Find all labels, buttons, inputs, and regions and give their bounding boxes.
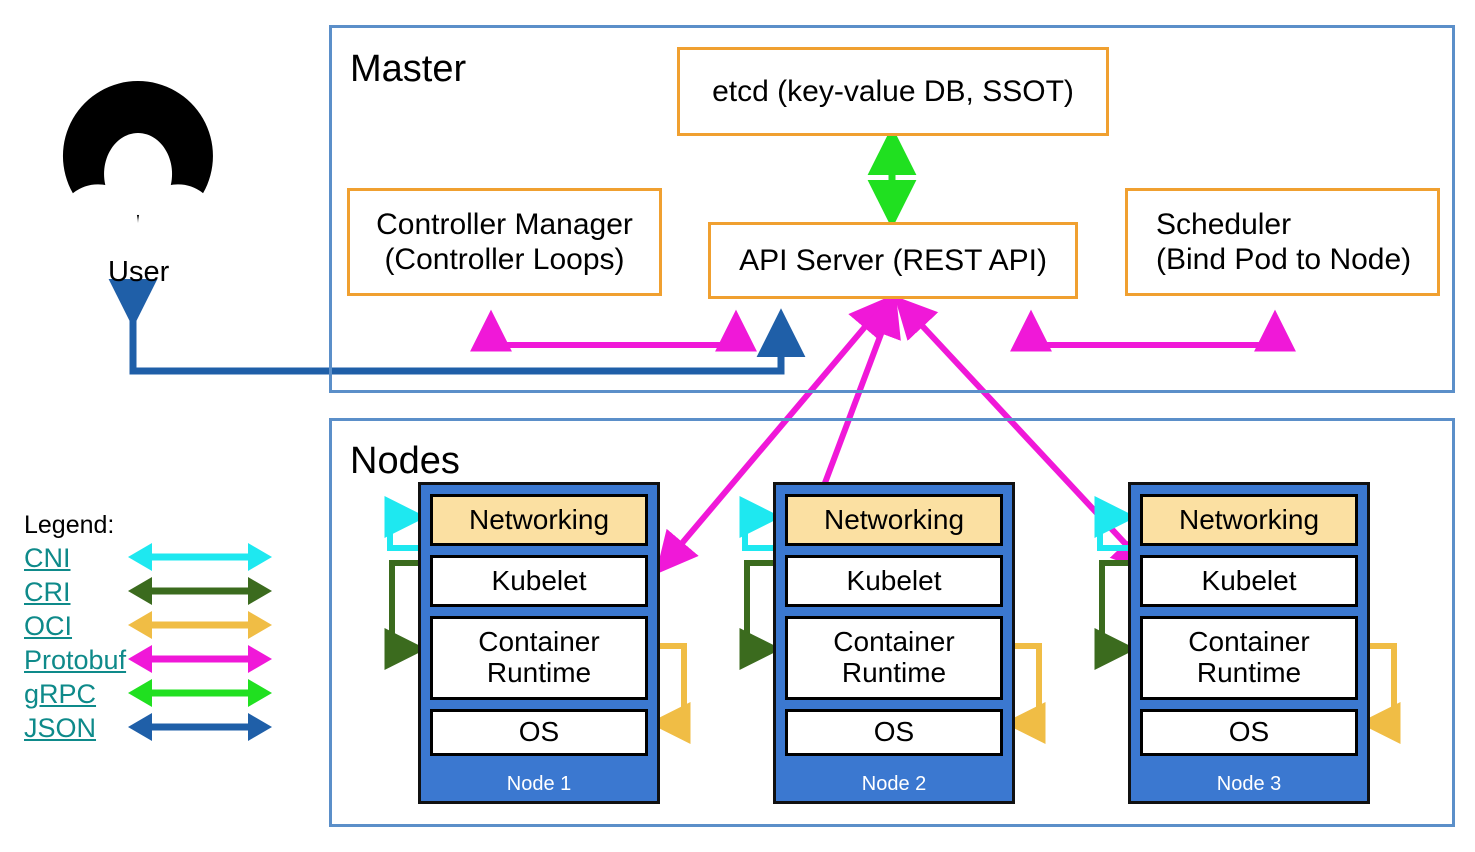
node-2-layer-os: OS (785, 709, 1003, 756)
scheduler-box: Scheduler (Bind Pod to Node) (1125, 188, 1440, 296)
legend-arrow-json-head-left (128, 713, 152, 741)
nodes-group-title: Nodes (350, 440, 460, 482)
node-3-layer-os: OS (1140, 709, 1358, 756)
node-3-container-runtime-label: Container Runtime (1188, 626, 1310, 688)
legend-item-json[interactable]: JSON (24, 713, 97, 743)
legend-arrow-protobuf-head-left (128, 645, 152, 673)
node-2-kubelet-label: Kubelet (846, 564, 942, 596)
user-label: User (108, 256, 170, 288)
legend-arrow-cri-head-right (248, 577, 272, 605)
legend-arrow-json-head-right (248, 713, 272, 741)
node-2-box: Networking Kubelet Container Runtime OS … (773, 482, 1015, 804)
legend-item-cri[interactable]: CRI (24, 577, 71, 607)
legend-item-cni[interactable]: CNI (24, 543, 71, 573)
api-server-box: API Server (REST API) (708, 222, 1078, 299)
node-3-layer-kubelet: Kubelet (1140, 555, 1358, 607)
legend-arrows (128, 543, 272, 741)
legend-arrow-grpc-head-left (128, 679, 152, 707)
node-1-label: Node 1 (506, 773, 572, 795)
node-2-layer-container-runtime: Container Runtime (785, 616, 1003, 700)
node-3-label: Node 3 (1216, 773, 1282, 795)
node-2-layer-networking: Networking (785, 494, 1003, 546)
legend-title: Legend: (24, 511, 115, 539)
controller-manager-label-line1: Controller Manager (376, 207, 633, 241)
node-1-layer-container-runtime: Container Runtime (430, 616, 648, 700)
etcd-box: etcd (key-value DB, SSOT) (677, 47, 1109, 136)
scheduler-label-line1: Scheduler (1156, 207, 1292, 241)
node-3-box: Networking Kubelet Container Runtime OS … (1128, 482, 1370, 804)
api-server-label: API Server (REST API) (739, 243, 1047, 277)
node-2-label: Node 2 (861, 773, 927, 795)
nodes-group (329, 418, 1455, 827)
node-1-layer-kubelet: Kubelet (430, 555, 648, 607)
node-1-box: Networking Kubelet Container Runtime OS … (418, 482, 660, 804)
legend-arrow-oci-head-left (128, 611, 152, 639)
node-1-kubelet-label: Kubelet (491, 564, 587, 596)
node-1-os-label: OS (518, 716, 560, 748)
node-1-container-runtime-label: Container Runtime (478, 626, 600, 688)
legend-arrow-cni-head-left (128, 543, 152, 571)
node-2-os-label: OS (873, 716, 915, 748)
node-3-layer-container-runtime: Container Runtime (1140, 616, 1358, 700)
node-3-kubelet-label: Kubelet (1201, 564, 1297, 596)
legend-arrow-protobuf-head-right (248, 645, 272, 673)
legend-item-protobuf[interactable]: Protobuf (24, 645, 127, 675)
etcd-label: etcd (key-value DB, SSOT) (712, 74, 1074, 108)
node-2-container-runtime-label: Container Runtime (833, 626, 955, 688)
node-2-networking-label: Networking (823, 503, 965, 535)
node-1-layer-networking: Networking (430, 494, 648, 546)
legend-arrow-cni-head-right (248, 543, 272, 571)
node-2-layer-kubelet: Kubelet (785, 555, 1003, 607)
node-3-layer-networking: Networking (1140, 494, 1358, 546)
node-3-os-label: OS (1228, 716, 1270, 748)
scheduler-label-line2: (Bind Pod to Node) (1156, 243, 1412, 276)
node-1-networking-label: Networking (468, 503, 610, 535)
master-group (329, 25, 1455, 393)
user-avatar-icon (62, 81, 213, 232)
legend-arrow-oci-head-right (248, 611, 272, 639)
master-group-title: Master (350, 48, 467, 90)
legend-item-oci[interactable]: OCI (24, 611, 73, 641)
controller-manager-label-line2: (Controller Loops) (384, 243, 625, 276)
legend-arrow-grpc-head-right (248, 679, 272, 707)
legend-arrow-cri-head-left (128, 577, 152, 605)
legend-item-grpc[interactable]: gRPC (24, 679, 97, 709)
node-1-layer-os: OS (430, 709, 648, 756)
node-3-networking-label: Networking (1178, 503, 1320, 535)
controller-manager-box: Controller Manager (Controller Loops) (347, 188, 662, 296)
